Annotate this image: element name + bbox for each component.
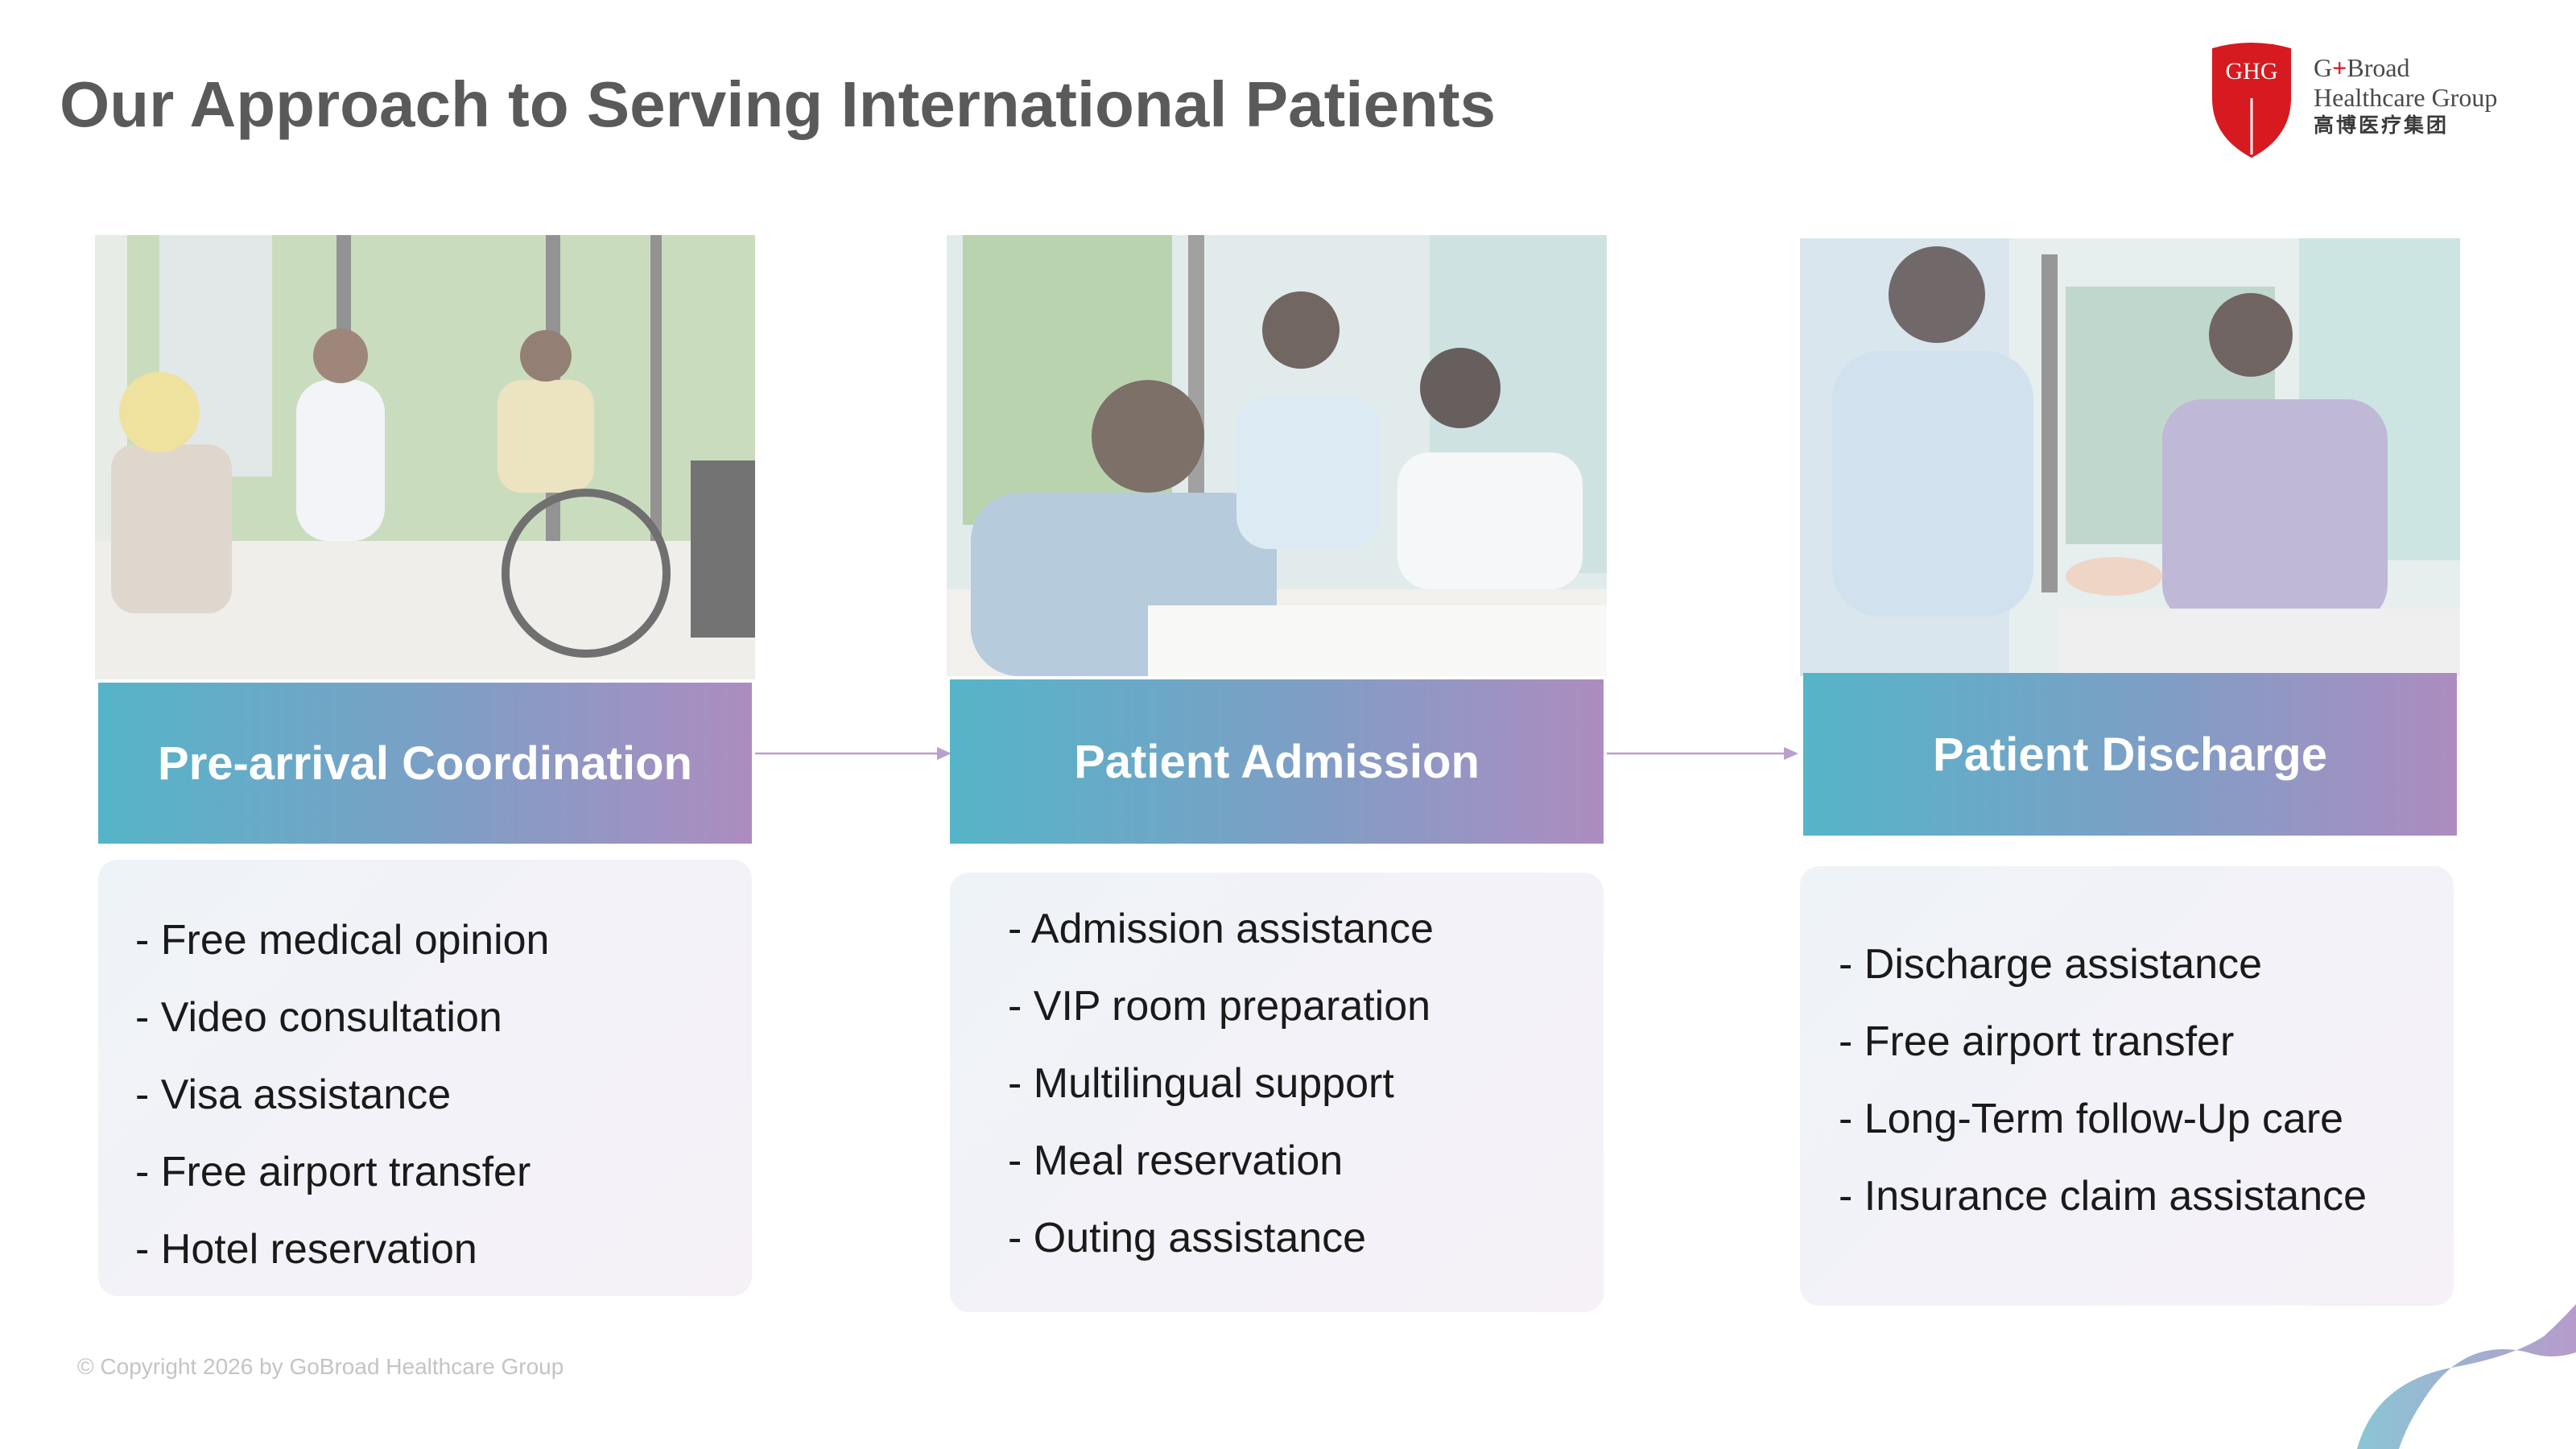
stage-column-admission: Patient Admission - Admission assistance… [947,235,1607,1314]
list-item: - Free airport transfer [1839,1018,2235,1065]
flow-arrow-icon [1607,747,1798,760]
stage-card-admission: - Admission assistance - VIP room prepar… [950,873,1604,1312]
stage-column-discharge: Patient Discharge - Discharge assistance… [1800,238,2460,1309]
list-item: - Admission assistance [1008,906,1434,952]
company-logo: GHG G+Broad Healthcare Group 高博医疗集团 [2207,42,2529,163]
list-item: - Insurance claim assistance [1839,1173,2368,1220]
stage-title: Patient Admission [1074,735,1480,788]
stage-title: Patient Discharge [1933,728,2327,781]
list-item: - Outing assistance [1008,1215,1367,1261]
page-title: Our Approach to Serving International Pa… [60,68,1496,140]
stage-card-pre-arrival: - Free medical opinion - Video consultat… [98,860,752,1296]
list-item: - Hotel reservation [135,1226,477,1273]
list-item: - Free airport transfer [135,1149,531,1195]
shield-logo-icon: GHG [2212,43,2291,158]
logo-line3: 高博医疗集团 [2314,115,2450,137]
logo-name: G+Broad [2314,53,2410,82]
list-item: - Visa assistance [135,1071,452,1118]
logo-line2: Healthcare Group [2314,83,2498,112]
admission-desk-consultation-photo [947,235,1607,676]
stage-card-discharge: - Discharge assistance - Free airport tr… [1800,866,2454,1306]
stage-title: Pre-arrival Coordination [158,737,692,790]
list-item: - Video consultation [135,994,502,1041]
nurse-with-wheelchair-patient-photo [95,235,755,679]
stage-header-discharge: Patient Discharge [1803,673,2457,836]
logo-badge: GHG [2226,58,2278,85]
list-item: - Discharge assistance [1839,941,2262,988]
stage-header-pre-arrival: Pre-arrival Coordination [98,683,752,844]
stage-header-admission: Patient Admission [950,679,1604,844]
list-item: - Long-Term follow-Up care [1839,1096,2344,1142]
list-item: - VIP room preparation [1008,983,1431,1030]
stage-column-pre-arrival: Pre-arrival Coordination - Free medical … [95,235,755,1306]
list-item: - Meal reservation [1008,1137,1344,1184]
list-item: - Multilingual support [1008,1060,1394,1107]
plus-icon: + [2332,53,2347,82]
copyright-text: © Copyright 2026 by GoBroad Healthcare G… [77,1354,564,1379]
flow-arrow-icon [755,747,952,760]
list-item: - Free medical opinion [135,917,550,964]
discharge-handshake-photo [1800,238,2460,676]
decorative-swoosh-icon [2357,1304,2576,1449]
